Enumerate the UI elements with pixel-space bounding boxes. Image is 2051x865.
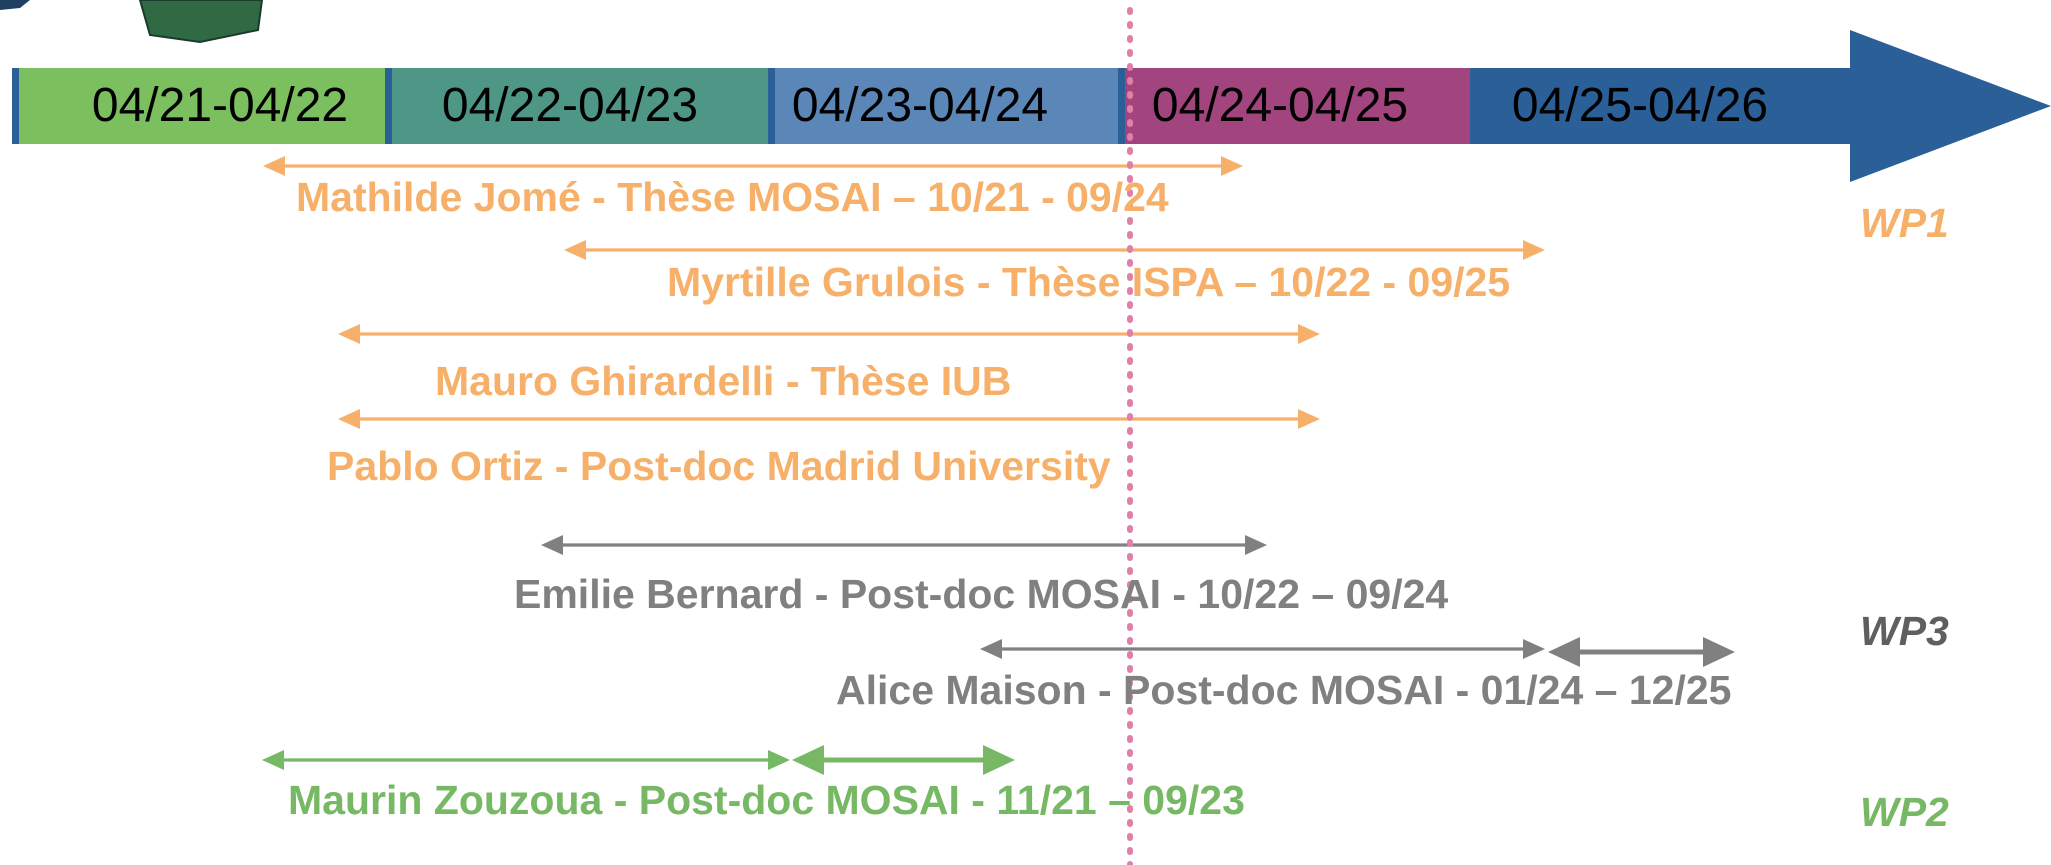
timeline-separator-4 (1118, 68, 1125, 144)
period-label-1: 04/21-04/22 (91, 79, 349, 132)
corner-image-fragment-left (0, 0, 30, 10)
span-arrow-maison-head-left (980, 639, 1002, 659)
span-arrow-grulois-head-right (1523, 240, 1545, 260)
span-arrow-maison-extension-head-right (1703, 637, 1735, 667)
span-arrow-maison-head-right (1523, 639, 1545, 659)
corner-image-fragment (138, 0, 264, 44)
span-arrow-grulois-head-left (564, 240, 586, 260)
timeline-segment-3 (768, 68, 1118, 144)
wp-label-wp2: WP2 (1860, 789, 1949, 835)
span-arrow-zouzoua-extension-head-left (792, 745, 824, 775)
span-arrow-jome-head-right (1221, 156, 1243, 176)
timeline-separator-2 (385, 68, 392, 144)
period-label-3: 04/23-04/24 (791, 79, 1049, 132)
span-arrow-maison-extension-head-left (1548, 637, 1580, 667)
bar-label-zouzoua: Maurin Zouzoua - Post-doc MOSAI - 11/21 … (288, 777, 1245, 823)
bar-label-ghirardelli: Mauro Ghirardelli - Thèse IUB (435, 358, 1012, 404)
span-arrow-bernard-head-left (541, 535, 563, 555)
bar-label-grulois: Myrtille Grulois - Thèse ISPA – 10/22 - … (667, 259, 1511, 305)
span-arrow-jome-head-left (263, 156, 285, 176)
span-arrow-ghirardelli-head-right (1298, 324, 1320, 344)
wp-label-wp1: WP1 (1860, 200, 1949, 246)
bar-label-bernard: Emilie Bernard - Post-doc MOSAI - 10/22 … (514, 571, 1449, 617)
timeline-segment-5 (1470, 68, 1852, 144)
timeline-segment-1 (12, 68, 385, 144)
timeline-segment-4 (1118, 68, 1470, 144)
period-label-4: 04/24-04/25 (1151, 79, 1409, 132)
span-arrow-ortiz-head-left (338, 409, 360, 429)
timeline-separator-3 (768, 68, 775, 144)
span-arrow-zouzoua-head-left (262, 750, 284, 770)
timeline-separator-1 (12, 68, 19, 144)
span-arrow-ortiz-head-right (1298, 409, 1320, 429)
span-arrow-zouzoua-extension-head-right (983, 745, 1015, 775)
wp-label-wp3: WP3 (1860, 608, 1949, 654)
bar-label-jome: Mathilde Jomé - Thèse MOSAI – 10/21 - 09… (296, 174, 1169, 220)
span-arrow-zouzoua-head-right (768, 750, 790, 770)
period-label-2: 04/22-04/23 (441, 79, 699, 132)
bar-label-ortiz: Pablo Ortiz - Post-doc Madrid University (327, 443, 1111, 489)
period-label-5: 04/25-04/26 (1511, 79, 1769, 132)
timeline-arrow-head (1850, 30, 2051, 182)
span-arrow-ghirardelli-head-left (338, 324, 360, 344)
span-arrow-bernard-head-right (1245, 535, 1267, 555)
timeline-segment-2 (385, 68, 768, 144)
bar-label-maison: Alice Maison - Post-doc MOSAI - 01/24 – … (836, 667, 1732, 713)
